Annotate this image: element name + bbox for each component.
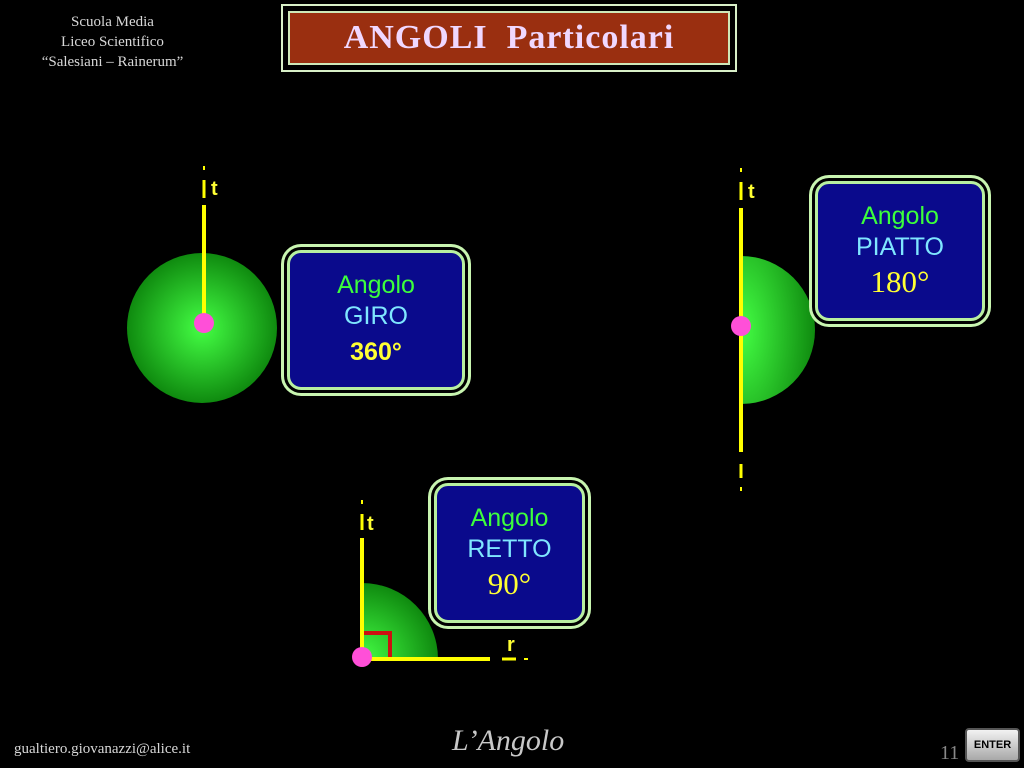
box-giro-name: GIRO xyxy=(344,302,408,330)
box-angolo-giro: Angolo GIRO 360° xyxy=(287,250,465,390)
box-piatto-degrees: 180° xyxy=(870,264,930,299)
box-piatto-name: PIATTO xyxy=(856,233,944,261)
vertex-retto xyxy=(352,647,372,667)
right-angle-fill xyxy=(362,583,438,659)
label-r-retto: r xyxy=(507,634,515,656)
school-line-1: Scuola Media xyxy=(71,14,154,30)
school-line-3: “Salesiani – Rainerum” xyxy=(41,54,184,70)
school-line-2: Liceo Scientifico xyxy=(61,34,164,50)
author-email: gualtiero.giovanazzi@alice.it xyxy=(14,741,191,757)
vertex-piatto xyxy=(731,316,751,336)
page-title: ANGOLI Particolari xyxy=(343,19,675,56)
label-t-piatto: t xyxy=(748,181,755,203)
page-number: 11 xyxy=(940,742,960,764)
straight-angle-fill xyxy=(741,256,815,404)
title-frame: ANGOLI Particolari xyxy=(281,4,737,72)
label-t-giro: t xyxy=(211,178,218,200)
enter-button[interactable]: ENTER xyxy=(965,728,1020,762)
box-retto-name: RETTO xyxy=(467,535,552,563)
vertex-giro xyxy=(194,313,214,333)
label-t-retto: t xyxy=(367,513,374,535)
right-angle-mark xyxy=(362,631,392,659)
box-angolo-retto: Angolo RETTO 90° xyxy=(434,483,585,623)
footer-title: L’Angolo xyxy=(452,724,565,757)
box-angolo-piatto: Angolo PIATTO 180° xyxy=(815,181,985,321)
title-panel: ANGOLI Particolari xyxy=(288,11,730,65)
school-name: Scuola Media Liceo Scientifico “Salesian… xyxy=(10,12,215,72)
box-retto-word: Angolo xyxy=(470,504,549,532)
box-giro-word: Angolo xyxy=(337,271,415,299)
box-piatto-word: Angolo xyxy=(861,202,939,230)
box-retto-degrees: 90° xyxy=(487,566,532,601)
box-giro-degrees: 360° xyxy=(350,338,402,366)
